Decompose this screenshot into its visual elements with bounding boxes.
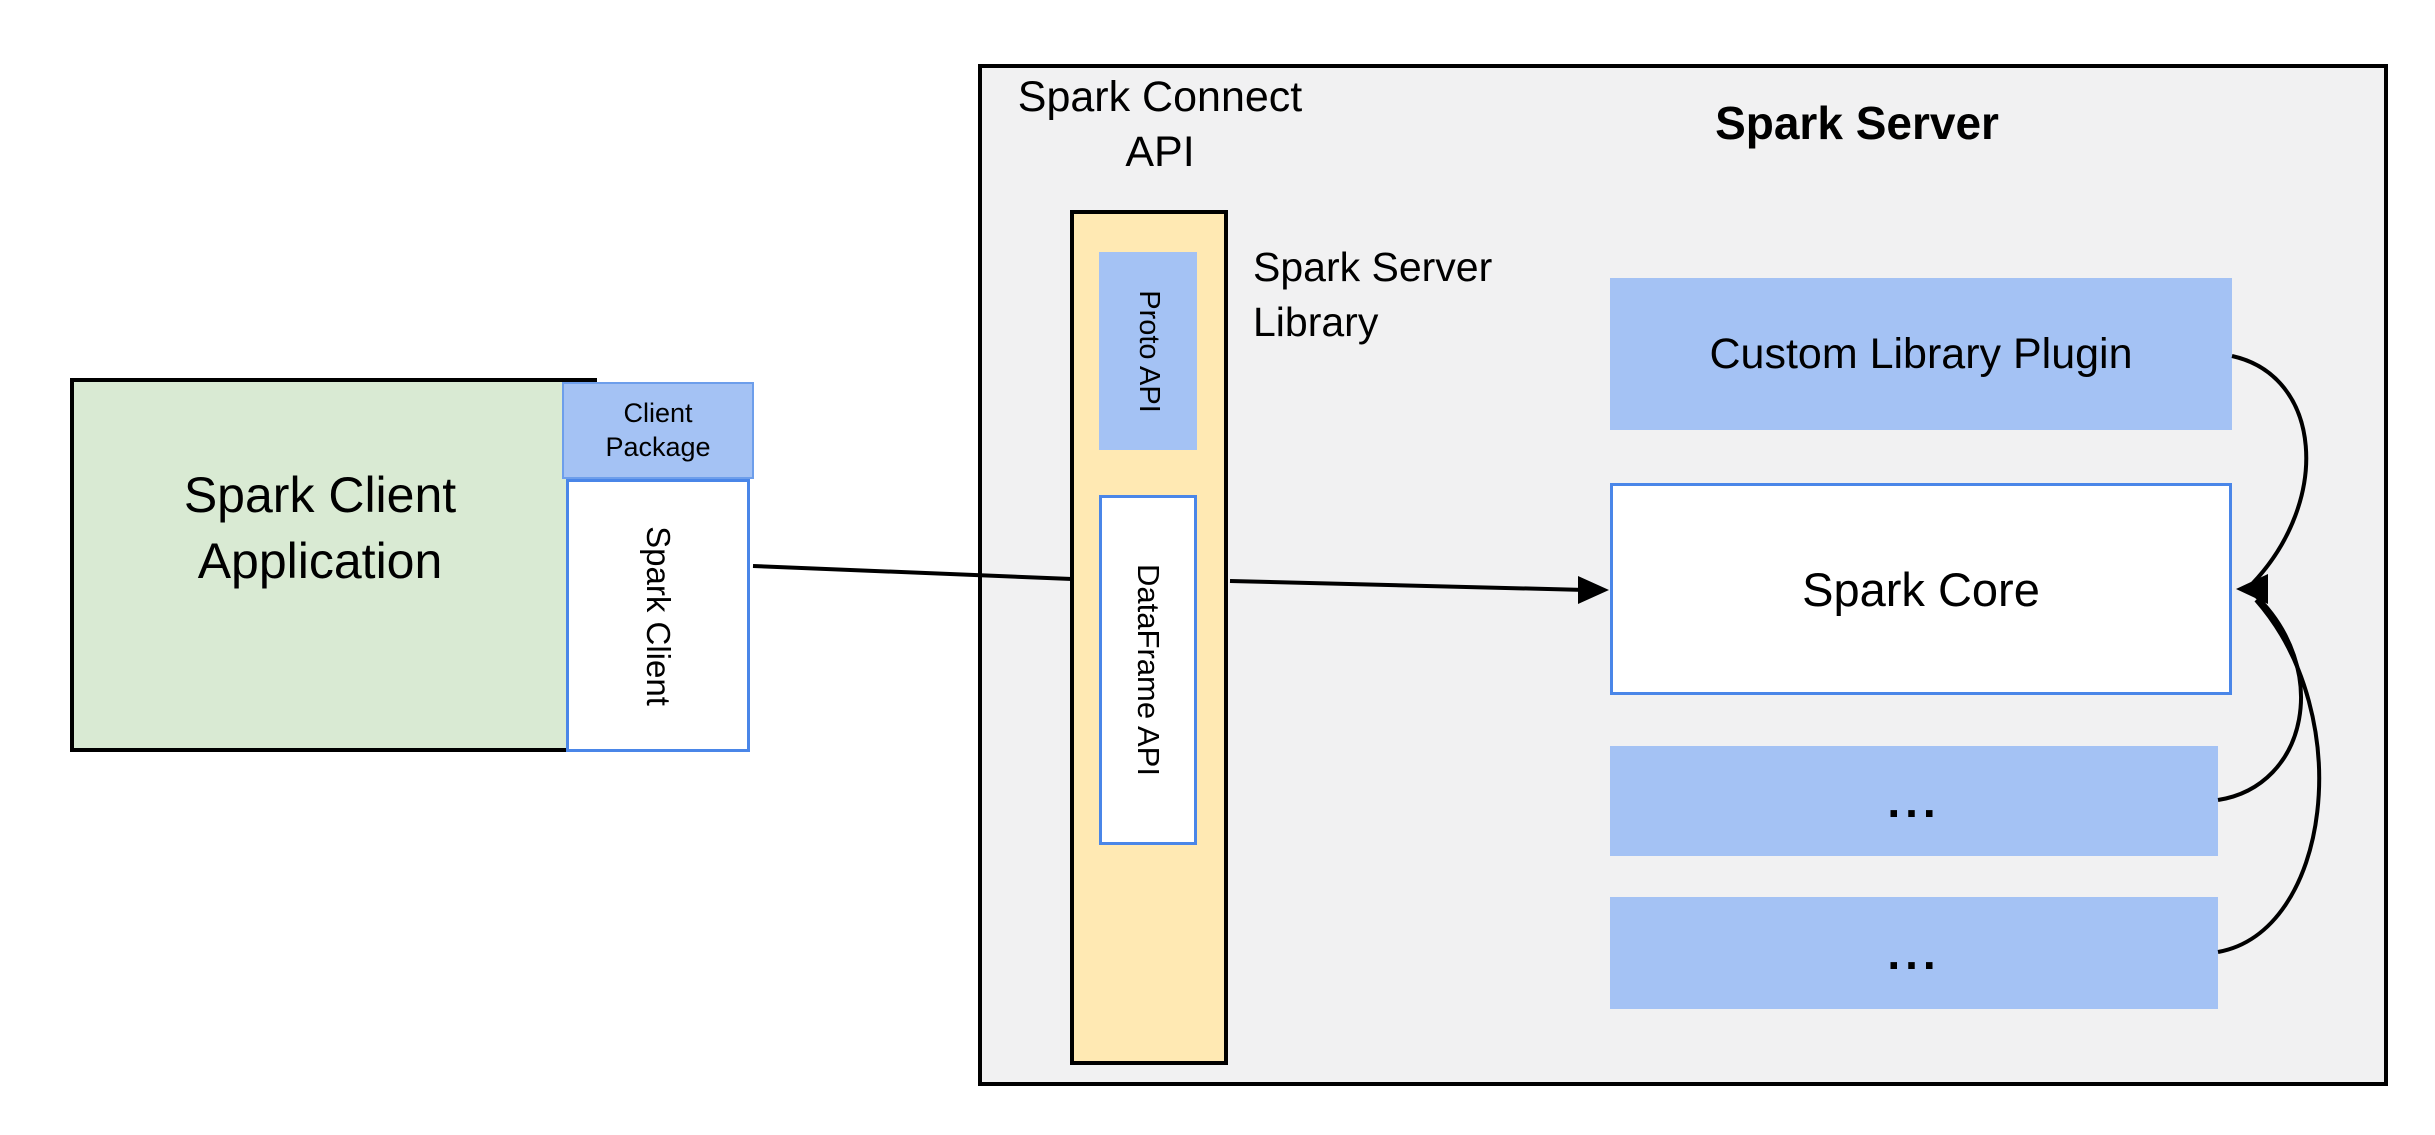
dataframe-api-box: DataFrame API — [1099, 495, 1197, 845]
spark-server-library-label-line2: Library — [1253, 299, 1379, 346]
spark-connect-api-label: Spark Connect API — [985, 70, 1335, 180]
spark-client-application-label-line1: Spark Client — [183, 467, 457, 523]
plugin-placeholder-label-2: ... — [1887, 927, 1941, 979]
proto-api-box: Proto API — [1099, 252, 1197, 450]
plugin-placeholder-label-1: ... — [1887, 775, 1941, 827]
spark-client-application-box — [70, 378, 597, 752]
proto-api-label: Proto API — [1132, 289, 1165, 413]
spark-client-label: Spark Client — [640, 525, 677, 706]
spark-core-label: Spark Core — [1802, 562, 2040, 616]
custom-library-plugin-box: Custom Library Plugin — [1610, 278, 2232, 430]
spark-client-box: Spark Client — [566, 479, 750, 752]
dataframe-api-label: DataFrame API — [1131, 564, 1167, 776]
client-package-box: Client Package — [562, 382, 754, 479]
spark-connect-api-label-line2: API — [1125, 128, 1195, 177]
spark-server-library-label-line1: Spark Server — [1253, 244, 1493, 290]
spark-server-title: Spark Server — [1715, 97, 1999, 149]
client-package-label-line2: Package — [605, 431, 711, 462]
spark-client-application-label: Spark Client Application — [70, 462, 570, 594]
client-package-label-line1: Client — [623, 397, 693, 428]
custom-library-plugin-label: Custom Library Plugin — [1709, 329, 2133, 378]
plugin-placeholder-box-1: ... — [1610, 746, 2218, 856]
spark-client-application-label-line2: Application — [197, 533, 443, 589]
spark-connect-api-label-line1: Spark Connect — [1017, 73, 1303, 121]
spark-core-box: Spark Core — [1610, 483, 2232, 695]
plugin-placeholder-box-2: ... — [1610, 897, 2218, 1009]
spark-server-library-label: Spark Server Library — [1253, 240, 1613, 351]
